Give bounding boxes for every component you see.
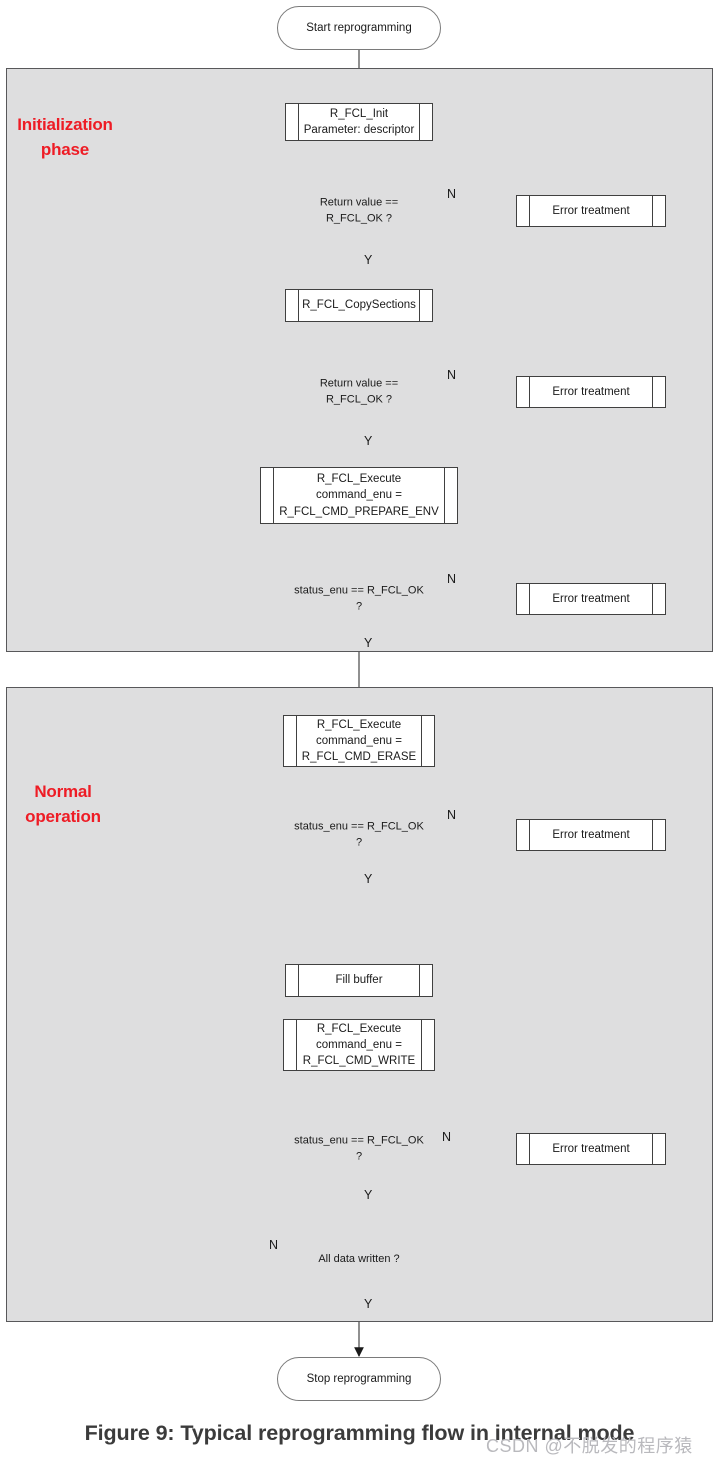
- node-error-treatment-1[interactable]: Error treatment: [516, 195, 666, 227]
- decision-label-4: status_enu == R_FCL_OK ?: [294, 820, 424, 848]
- edge-label-d2-yes: Y: [364, 434, 373, 448]
- node-r-fcl-copysections[interactable]: R_FCL_CopySections: [285, 289, 433, 322]
- node-fill-buffer[interactable]: Fill buffer: [285, 964, 433, 997]
- decision-label-2: Return value == R_FCL_OK ?: [319, 377, 399, 405]
- decision-all-data-written[interactable]: All data written ?: [285, 1226, 433, 1294]
- decision-label-6: All data written ?: [318, 1253, 400, 1266]
- edge-label-d3-yes: Y: [364, 636, 373, 650]
- decision-return-value-ok-2[interactable]: Return value == R_FCL_OK ?: [285, 357, 433, 427]
- decision-status-enu-ok-3[interactable]: status_enu == R_FCL_OK ?: [285, 1115, 433, 1183]
- edge-label-d1-no: N: [447, 187, 457, 201]
- node-error-treatment-5[interactable]: Error treatment: [516, 1133, 666, 1165]
- figure-caption: Figure 9: Typical reprogramming flow in …: [84, 1421, 635, 1445]
- decision-status-enu-ok-2[interactable]: status_enu == R_FCL_OK ?: [285, 801, 433, 869]
- decision-label-3: status_enu == R_FCL_OK ?: [294, 584, 424, 612]
- edge-label-d4-no: N: [447, 808, 457, 822]
- edge-label-d5-yes: Y: [364, 1188, 373, 1202]
- node-r-fcl-execute-write[interactable]: R_FCL_Execute command_enu = R_FCL_CMD_WR…: [283, 1019, 435, 1071]
- phase-label-normal-operation: Normal operation: [25, 782, 101, 826]
- edge-label-d1-yes: Y: [364, 253, 373, 267]
- node-error-treatment-3[interactable]: Error treatment: [516, 583, 666, 615]
- edge-label-d2-no: N: [447, 368, 457, 382]
- node-error-treatment-4[interactable]: Error treatment: [516, 819, 666, 851]
- edge-label-d6-yes: Y: [364, 1297, 373, 1311]
- edge-label-d4-yes: Y: [364, 872, 373, 886]
- node-stop-reprogramming[interactable]: Stop reprogramming: [277, 1357, 441, 1401]
- node-r-fcl-init[interactable]: R_FCL_Init Parameter: descriptor: [285, 103, 433, 141]
- phase-label-initialization: Initialization phase: [17, 115, 113, 159]
- edge-label-d5-no: N: [442, 1130, 452, 1144]
- node-r-fcl-execute-prepare-env[interactable]: R_FCL_Execute command_enu = R_FCL_CMD_PR…: [260, 467, 458, 524]
- phase-panel-normal-operation: [6, 687, 713, 1322]
- edge-label-d3-no: N: [447, 572, 457, 586]
- node-start-reprogramming[interactable]: Start reprogramming: [277, 6, 441, 50]
- decision-label-5: status_enu == R_FCL_OK ?: [294, 1134, 424, 1162]
- edge-label-d6-no: N: [269, 1238, 279, 1252]
- decision-return-value-ok-1[interactable]: Return value == R_FCL_OK ?: [285, 176, 433, 246]
- decision-label-1: Return value == R_FCL_OK ?: [319, 196, 399, 224]
- decision-status-enu-ok-1[interactable]: status_enu == R_FCL_OK ?: [285, 565, 433, 633]
- csdn-watermark: CSDN @不脱发的程序猿: [486, 1436, 693, 1456]
- node-error-treatment-2[interactable]: Error treatment: [516, 376, 666, 408]
- phase-panel-initialization: [6, 68, 713, 652]
- node-r-fcl-execute-erase[interactable]: R_FCL_Execute command_enu = R_FCL_CMD_ER…: [283, 715, 435, 767]
